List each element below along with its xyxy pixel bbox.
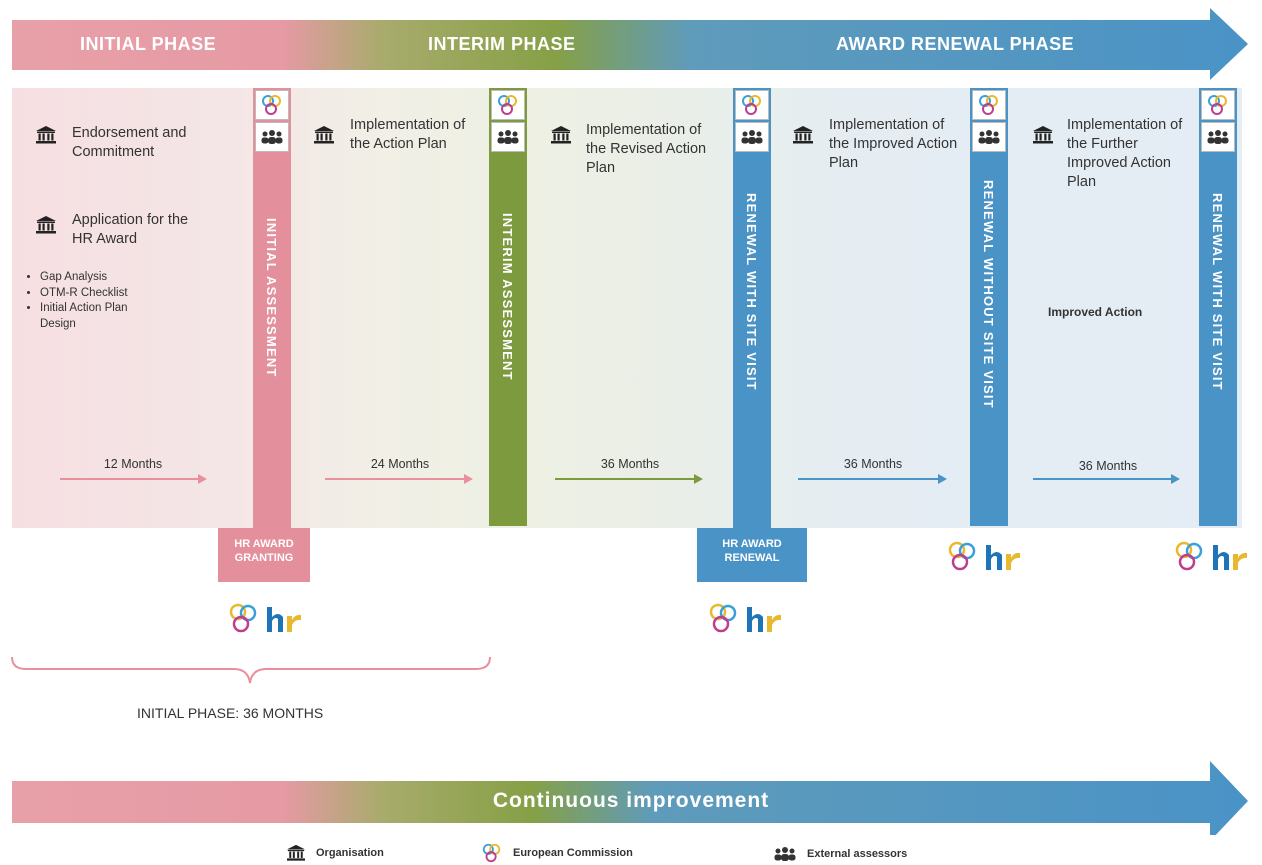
phase-label-interim: INTERIM PHASE [428,34,576,54]
renewal-2-icons [1201,90,1235,152]
arrow-36-months-2 [798,474,947,484]
continuous-improvement-label: Continuous improvement [492,789,770,812]
european-commission-icon [491,90,525,120]
duration-12-months: 12 Months [103,457,163,471]
arrow-36-months-3 [1033,474,1180,484]
organisation-icon [35,215,57,240]
renewal-1-icons [735,90,769,152]
bullet-gap-analysis: Gap Analysis [40,270,190,286]
phase-arrow [12,8,1248,80]
initial-assessment-bar: INITIAL ASSESSMENT [253,88,291,530]
legend-organisation: Organisation [286,844,384,862]
arrow-24-months [325,474,473,484]
organisation-icon [287,844,305,861]
interim-assessment-label: INTERIM ASSESSMENT [500,213,515,381]
bullet-otmr-checklist: OTM-R Checklist [40,286,190,302]
organisation-icon [313,125,335,150]
legend-commission-label: European Commission [513,847,633,859]
duration-arrows [60,474,1180,484]
external-assessors-icon [1201,122,1235,152]
external-assessors-icon [774,847,796,861]
renewal-with-site-visit-label-2: RENEWAL WITH SITE VISIT [1210,193,1225,391]
interim-assessment-bar: INTERIM ASSESSMENT [489,88,527,526]
hrs4r-logo [1175,541,1247,571]
external-assessors-icon [255,122,289,152]
renewal-with-site-visit-bar-1: RENEWAL WITH SITE VISIT [733,88,771,530]
european-commission-icon [255,90,289,120]
step-endorsement: Endorsement and Commitment [72,125,187,160]
renewal-with-site-visit-label-1: RENEWAL WITH SITE VISIT [744,193,759,391]
initial-phase-duration: INITIAL PHASE: 36 MONTHS [137,705,324,721]
renewal-without-site-visit-label: RENEWAL WITHOUT SITE VISIT [981,180,996,409]
hrs4r-logo [709,603,781,633]
step-further: Implementation of the Further Improved A… [1067,117,1183,190]
external-assessors-icon [735,122,769,152]
improved-action-label: Improved Action [1048,305,1143,319]
organisation-icon [550,125,572,150]
duration-24-months: 24 Months [370,457,430,471]
legend-assessors: External assessors [773,846,907,862]
european-commission-icon [482,843,501,863]
phase-label-renewal: AWARD RENEWAL PHASE [836,34,1075,54]
external-assessors-icon [972,122,1006,152]
organisation-icon [35,125,57,150]
organisation-icon [1032,125,1054,150]
step-implementation: Implementation of the Action Plan [350,117,466,152]
interim-assessment-icons [491,90,525,152]
arrow-12-months [60,474,207,484]
legend-commission: European Commission [481,842,633,864]
continuous-improvement-arrow [12,761,1248,835]
initial-phase-brace [11,656,491,684]
european-commission-icon [972,90,1006,120]
timeline-panel [12,88,1242,528]
renewal-without-site-visit-bar: RENEWAL WITHOUT SITE VISIT [970,88,1008,526]
renewal-with-site-visit-bar-2: RENEWAL WITH SITE VISIT [1199,88,1237,526]
step-revised: Implementation of the Revised Action Pla… [586,122,707,176]
renewal-without-icons [972,90,1006,152]
hr-award-renewal-label: HR AWARD RENEWAL [722,538,782,564]
external-assessors-icon [491,122,525,152]
arrow-36-months-1 [555,474,703,484]
hrs4r-logo [948,541,1020,571]
duration-36-months-2: 36 Months [843,457,903,471]
step-improved: Implementation of the Improved Action Pl… [829,117,958,171]
hr-award-granting-badge: HR AWARD GRANTING [218,528,310,582]
legend-organisation-label: Organisation [316,847,384,859]
hr-award-granting-label: HR AWARD GRANTING [234,538,294,564]
duration-36-months-3: 36 Months [1078,459,1138,473]
duration-36-months-1: 36 Months [600,457,660,471]
phase-label-initial: INITIAL PHASE [80,34,217,54]
step-application: Application for the HR Award [72,212,189,247]
initial-assessment-label: INITIAL ASSESSMENT [264,218,279,378]
legend-assessors-label: External assessors [807,848,908,860]
hrs4r-logo [229,603,301,633]
european-commission-icon [1201,90,1235,120]
organisation-icon [792,125,814,150]
initial-assessment-icons [255,90,289,152]
bullet-initial-action-plan: Initial Action Plan Design [40,301,150,332]
application-bullets: Gap Analysis OTM-R Checklist Initial Act… [22,270,190,332]
european-commission-icon [735,90,769,120]
hr-award-renewal-badge: HR AWARD RENEWAL [697,528,807,582]
